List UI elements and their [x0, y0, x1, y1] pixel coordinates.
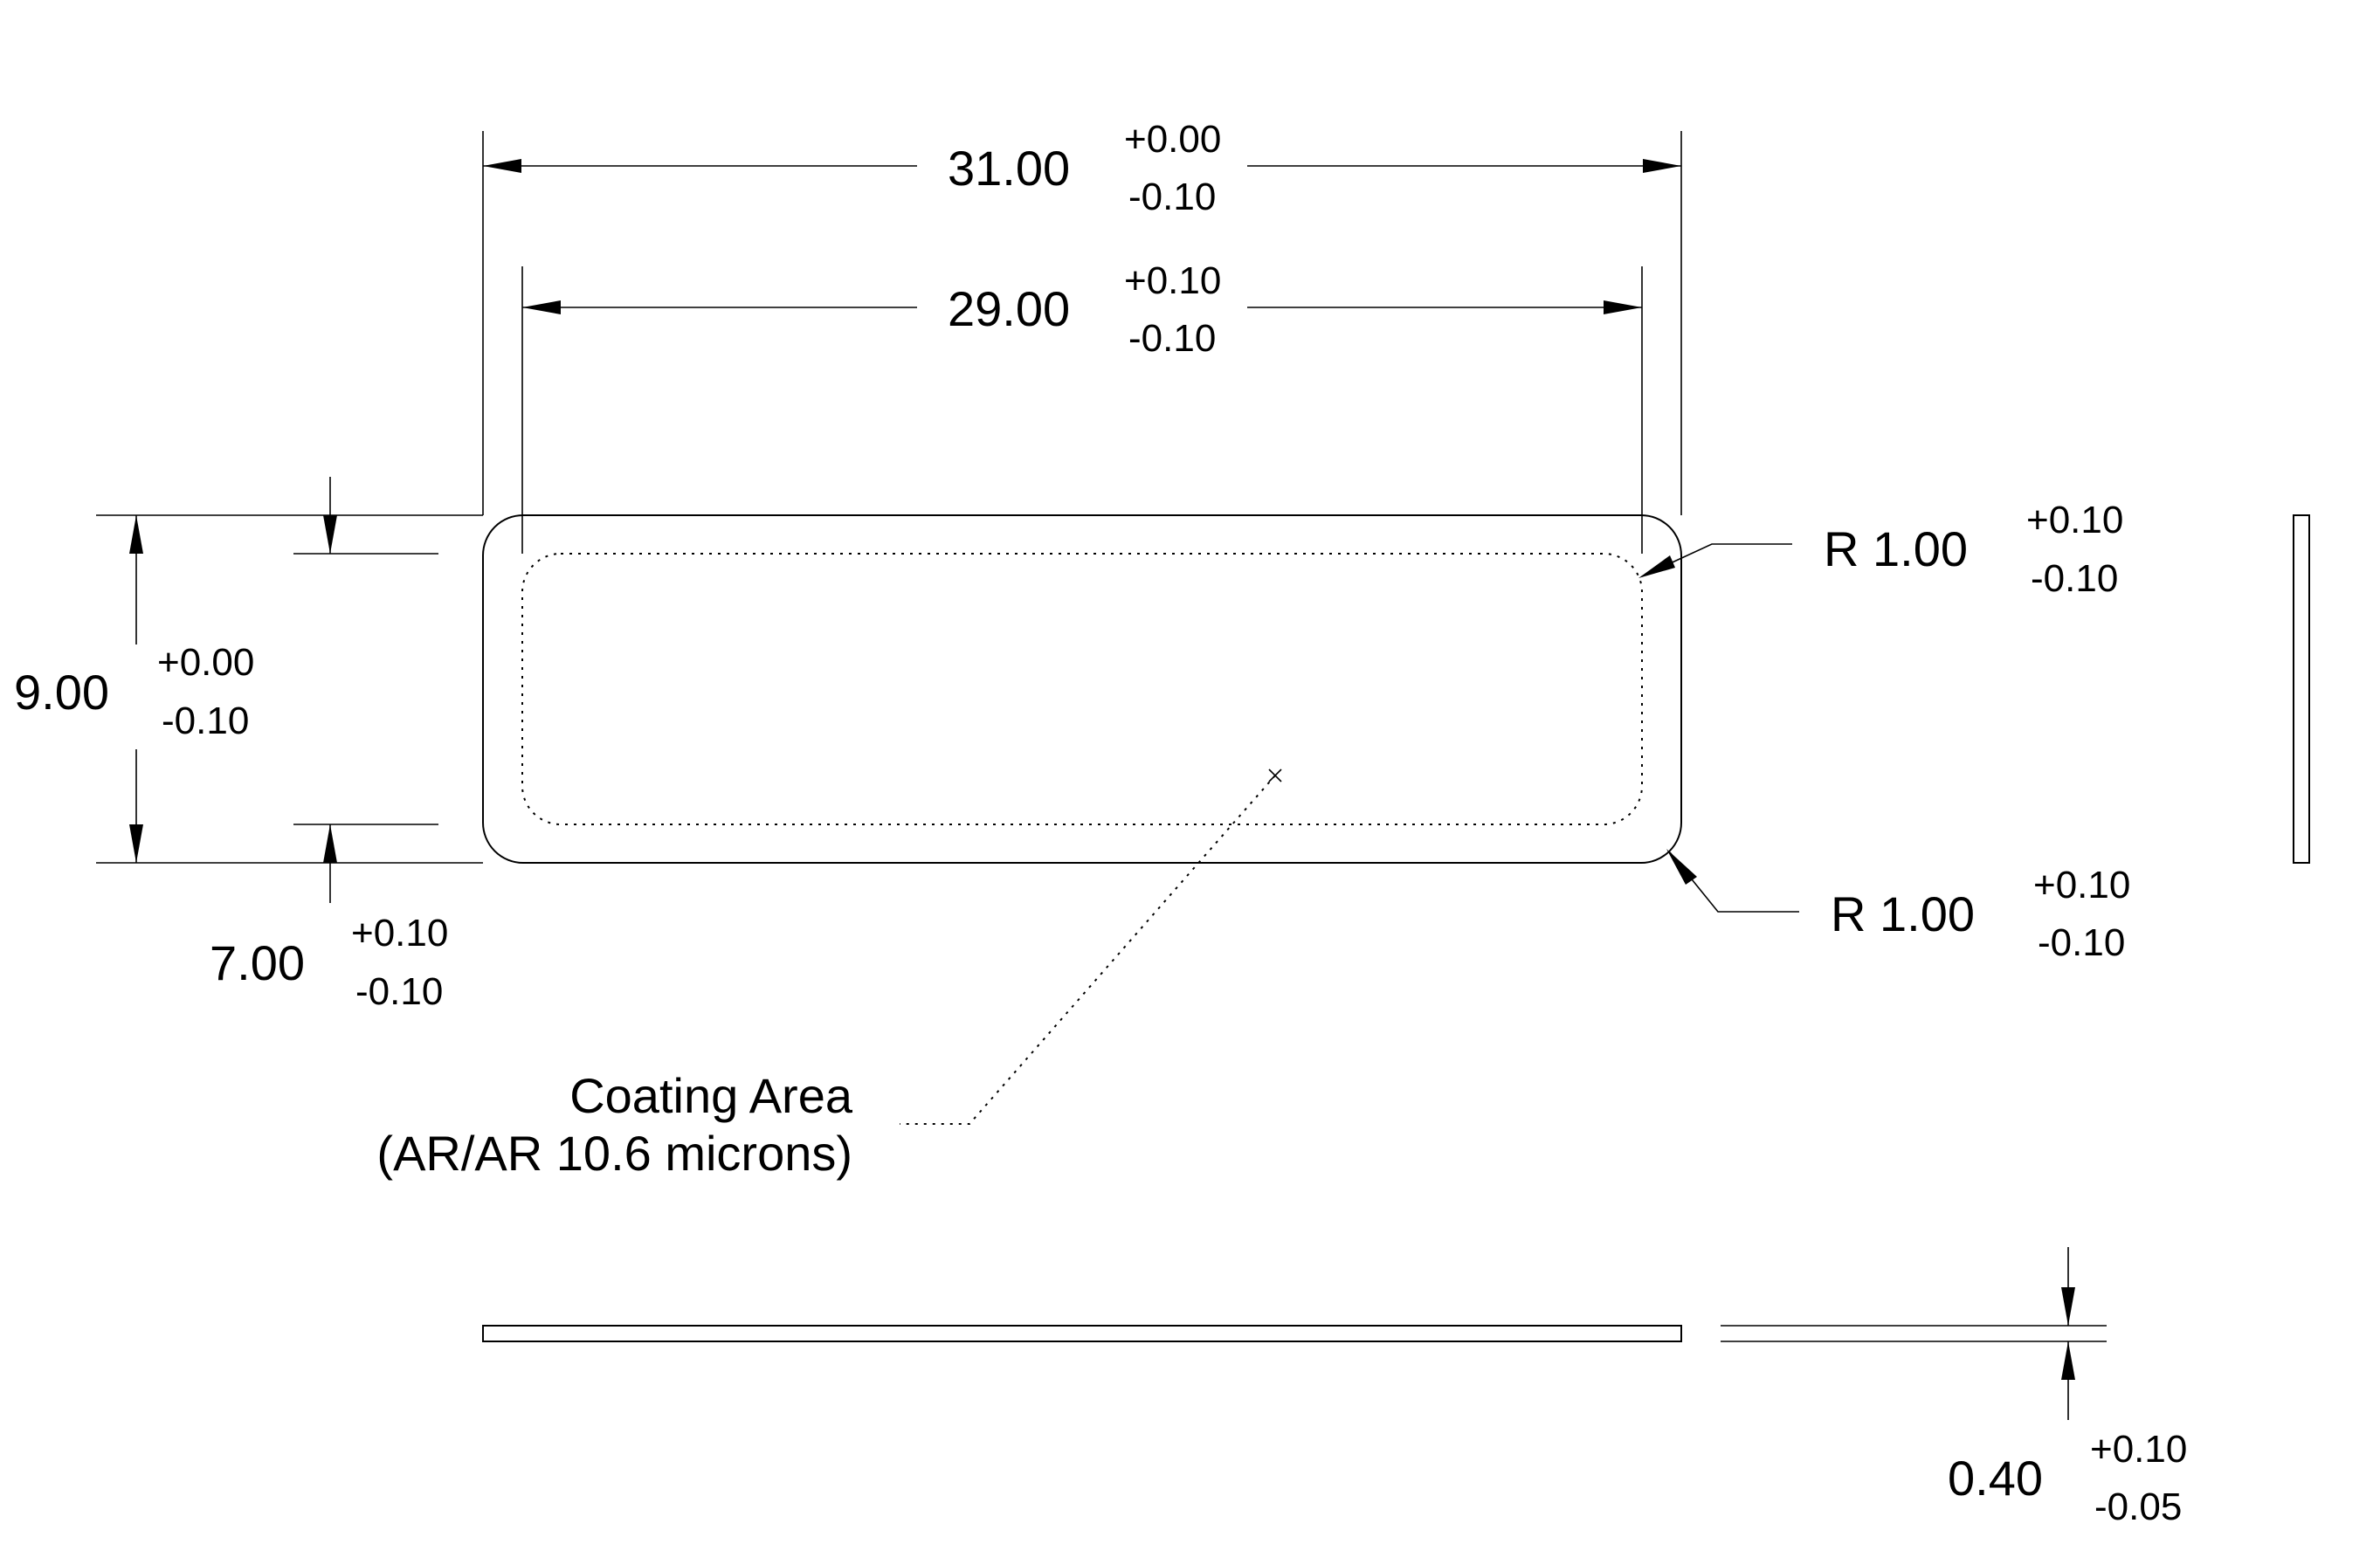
part-outline — [482, 514, 1682, 864]
overall-width-tol-plus: +0.00 — [157, 641, 254, 684]
overall-length-value: 31.00 — [948, 141, 1070, 196]
overall-width-value: 9.00 — [14, 665, 109, 720]
overall-width-tol-minus: -0.10 — [162, 700, 249, 742]
coating-note-line2: (AR/AR 10.6 microns) — [376, 1126, 852, 1181]
coating-area-outline — [521, 553, 1643, 825]
radius-top-leader — [1638, 543, 1792, 578]
dimension-inner-width — [293, 477, 438, 903]
dimension-thickness — [2061, 1247, 2075, 1420]
radius-top-tol-plus: +0.10 — [2026, 499, 2123, 541]
radius-top-value: R 1.00 — [1824, 521, 1968, 576]
overall-length-tol-plus: +0.00 — [1124, 118, 1221, 161]
thickness-tol-minus: -0.05 — [2094, 1485, 2182, 1528]
radius-bottom-value: R 1.00 — [1831, 886, 1975, 941]
radius-bottom-tol-minus: -0.10 — [2038, 921, 2125, 964]
inner-width-value: 7.00 — [210, 935, 305, 990]
inner-length-value: 29.00 — [948, 281, 1070, 336]
inner-width-tol-minus: -0.10 — [355, 970, 443, 1013]
dimension-overall-width — [96, 514, 483, 864]
radius-bottom-leader — [1666, 849, 1799, 913]
coating-note-line1: Coating Area — [569, 1068, 853, 1123]
inner-width-tol-plus: +0.10 — [351, 912, 448, 955]
dimension-overall-length — [482, 131, 1682, 515]
inner-length-tol-plus: +0.10 — [1124, 259, 1221, 302]
overall-length-tol-minus: -0.10 — [1128, 176, 1216, 218]
thickness-value: 0.40 — [1948, 1451, 2043, 1506]
radius-top-tol-minus: -0.10 — [2031, 557, 2118, 600]
radius-bottom-tol-plus: +0.10 — [2033, 864, 2130, 906]
dimension-inner-length — [521, 266, 1643, 554]
thickness-tol-plus: +0.10 — [2090, 1428, 2187, 1471]
coating-leader — [900, 775, 1276, 1125]
side-view-outline — [2293, 514, 2310, 864]
edge-view-outline — [482, 1325, 1682, 1342]
inner-length-tol-minus: -0.10 — [1128, 317, 1216, 360]
